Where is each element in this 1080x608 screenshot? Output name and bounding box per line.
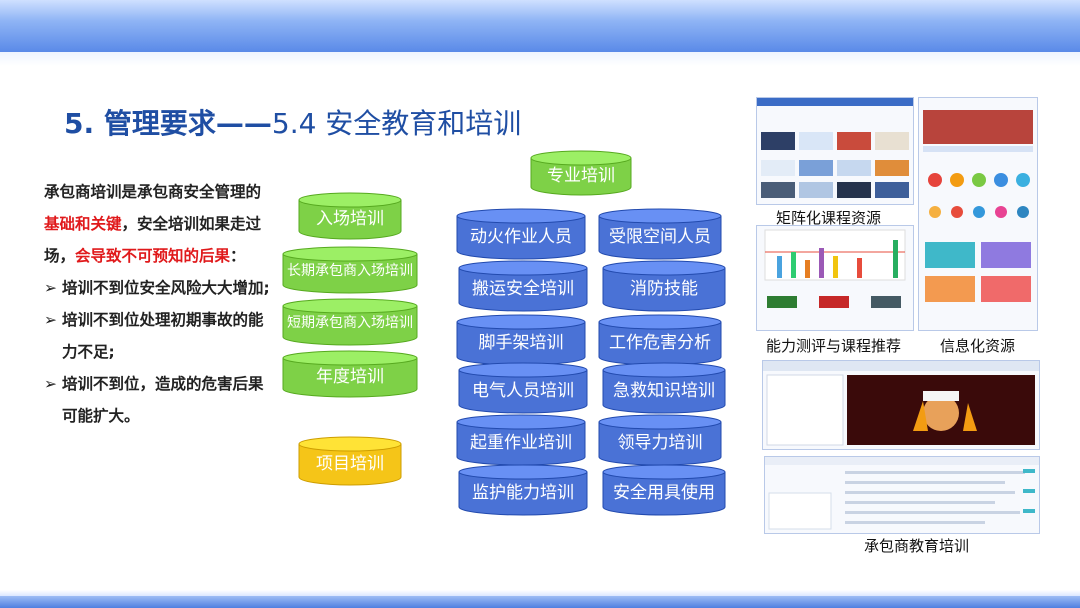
cylinder-shape bbox=[602, 362, 726, 414]
blue-training-cylinder: 领导力培训 bbox=[598, 414, 722, 466]
course-grid-image bbox=[757, 98, 913, 198]
mobile-app-image bbox=[923, 110, 1033, 302]
green-training-cylinder: 短期承包商入场培训 bbox=[282, 298, 418, 346]
cylinder-shape bbox=[602, 260, 726, 312]
blue-training-cylinder: 脚手架培训 bbox=[456, 314, 586, 366]
footer-band bbox=[0, 596, 1080, 608]
intro-paragraph: 承包商培训是承包商安全管理的基础和关键，安全培训如果走过场，会导致不可预知的后果… bbox=[44, 176, 274, 272]
arrow-bullet-icon: ➢ bbox=[44, 311, 57, 329]
caption-assessment: 能力测评与课程推荐 bbox=[766, 337, 902, 355]
cylinder-label: 项目培训 bbox=[316, 454, 384, 475]
bullet-text: 培训不到位处理初期事故的能力不足; bbox=[62, 311, 264, 361]
blue-training-cylinder: 受限空间人员 bbox=[598, 208, 722, 260]
cylinder-shape bbox=[458, 464, 588, 516]
intro-part3: ，安全培训如果走过场， bbox=[44, 215, 262, 265]
green-training-cylinder: 年度培训 bbox=[282, 350, 418, 398]
caption-contractor: 承包商教育培训 bbox=[864, 537, 970, 555]
blue-training-cylinder: 起重作业培训 bbox=[456, 414, 586, 466]
intro-text-block: 承包商培训是承包商安全管理的基础和关键，安全培训如果走过场，会导致不可预知的后果… bbox=[44, 176, 274, 432]
cylinder-label: 短期承包商入场培训 bbox=[287, 315, 413, 332]
cylinder-shape bbox=[598, 314, 722, 366]
blue-training-cylinder: 工作危害分析 bbox=[598, 314, 722, 366]
cylinder-label: 入场培训 bbox=[316, 209, 384, 230]
blue-training-cylinder: 安全用具使用 bbox=[602, 464, 726, 516]
cylinder-label: 受限空间人员 bbox=[609, 227, 711, 248]
cylinder-shape bbox=[456, 314, 586, 366]
arrow-bullet-icon: ➢ bbox=[44, 375, 57, 393]
bullet-text: 培训不到位，造成的危害后果可能扩大。 bbox=[62, 375, 264, 425]
cylinder-shape bbox=[456, 414, 586, 466]
bullet-item: ➢ 培训不到位安全风险大大增加; bbox=[44, 272, 274, 304]
video-course-screenshot bbox=[762, 360, 1040, 450]
cylinder-label: 搬运安全培训 bbox=[472, 279, 574, 300]
cylinder-shape bbox=[282, 298, 418, 346]
cylinder-shape bbox=[458, 362, 588, 414]
cylinder-shape bbox=[458, 260, 588, 312]
slide-title: 5. 管理要求——5.4 安全教育和培训 bbox=[64, 102, 521, 142]
cylinder-shape bbox=[282, 350, 418, 398]
cylinder-shape bbox=[602, 464, 726, 516]
green-training-cylinder: 长期承包商入场培训 bbox=[282, 246, 418, 294]
cylinder-label: 长期承包商入场培训 bbox=[287, 263, 413, 280]
assessment-chart-image bbox=[764, 229, 906, 308]
intro-emphasis-1: 基础和关键 bbox=[44, 215, 122, 233]
mobile-app-screenshot bbox=[918, 97, 1038, 331]
caption-info: 信息化资源 bbox=[940, 337, 1016, 355]
cylinder-label: 消防技能 bbox=[630, 279, 698, 300]
cylinder-label: 领导力培训 bbox=[617, 433, 703, 454]
bullet-item: ➢ 培训不到位，造成的危害后果可能扩大。 bbox=[44, 368, 274, 432]
cylinder-label: 专业培训 bbox=[547, 166, 615, 187]
header-band bbox=[0, 0, 1080, 52]
cylinder-label: 起重作业培训 bbox=[470, 433, 572, 454]
cylinder-shape bbox=[282, 246, 418, 294]
cylinder-label: 安全用具使用 bbox=[613, 483, 715, 504]
assessment-screenshot bbox=[756, 225, 914, 331]
cylinder-shape bbox=[298, 192, 402, 240]
blue-training-cylinder: 急救知识培训 bbox=[602, 362, 726, 414]
bullet-item: ➢ 培训不到位处理初期事故的能力不足; bbox=[44, 304, 274, 368]
cylinder-label: 年度培训 bbox=[316, 367, 384, 388]
green-training-cylinder: 入场培训 bbox=[298, 192, 402, 240]
header-band-fade bbox=[0, 52, 1080, 66]
cylinder-shape bbox=[530, 150, 632, 196]
intro-part1: 承包商培训是承包商安全管理的 bbox=[44, 183, 262, 201]
footer-band-fade bbox=[0, 590, 1080, 596]
cylinder-label: 急救知识培训 bbox=[613, 381, 715, 402]
intro-part5: ： bbox=[230, 247, 246, 265]
intro-emphasis-2: 会导致不可预知的后果 bbox=[75, 247, 231, 265]
cylinder-label: 动火作业人员 bbox=[470, 227, 572, 248]
blue-training-cylinder: 搬运安全培训 bbox=[458, 260, 588, 312]
professional-training-cylinder: 专业培训 bbox=[530, 150, 632, 196]
cylinder-label: 脚手架培训 bbox=[478, 333, 564, 354]
bullet-text: 培训不到位安全风险大大增加; bbox=[62, 279, 270, 297]
blue-training-cylinder: 动火作业人员 bbox=[456, 208, 586, 260]
matrix-course-screenshot bbox=[756, 97, 914, 205]
blue-training-cylinder: 监护能力培训 bbox=[458, 464, 588, 516]
blue-training-cylinder: 消防技能 bbox=[602, 260, 726, 312]
cylinder-label: 监护能力培训 bbox=[472, 483, 574, 504]
cylinder-shape bbox=[456, 208, 586, 260]
caption-matrix: 矩阵化课程资源 bbox=[776, 209, 882, 227]
cylinder-shape bbox=[298, 436, 402, 486]
video-course-image bbox=[763, 361, 1039, 446]
cylinder-shape bbox=[598, 414, 722, 466]
title-subsection: 5.4 安全教育和培训 bbox=[271, 107, 522, 140]
contractor-training-image bbox=[765, 457, 1039, 530]
cylinder-shape bbox=[598, 208, 722, 260]
project-training-cylinder: 项目培训 bbox=[298, 436, 402, 486]
blue-training-cylinder: 电气人员培训 bbox=[458, 362, 588, 414]
title-section: 5. 管理要求—— bbox=[64, 107, 272, 140]
cylinder-label: 工作危害分析 bbox=[609, 333, 711, 354]
arrow-bullet-icon: ➢ bbox=[44, 279, 57, 297]
cylinder-label: 电气人员培训 bbox=[472, 381, 574, 402]
contractor-training-screenshot bbox=[764, 456, 1040, 534]
